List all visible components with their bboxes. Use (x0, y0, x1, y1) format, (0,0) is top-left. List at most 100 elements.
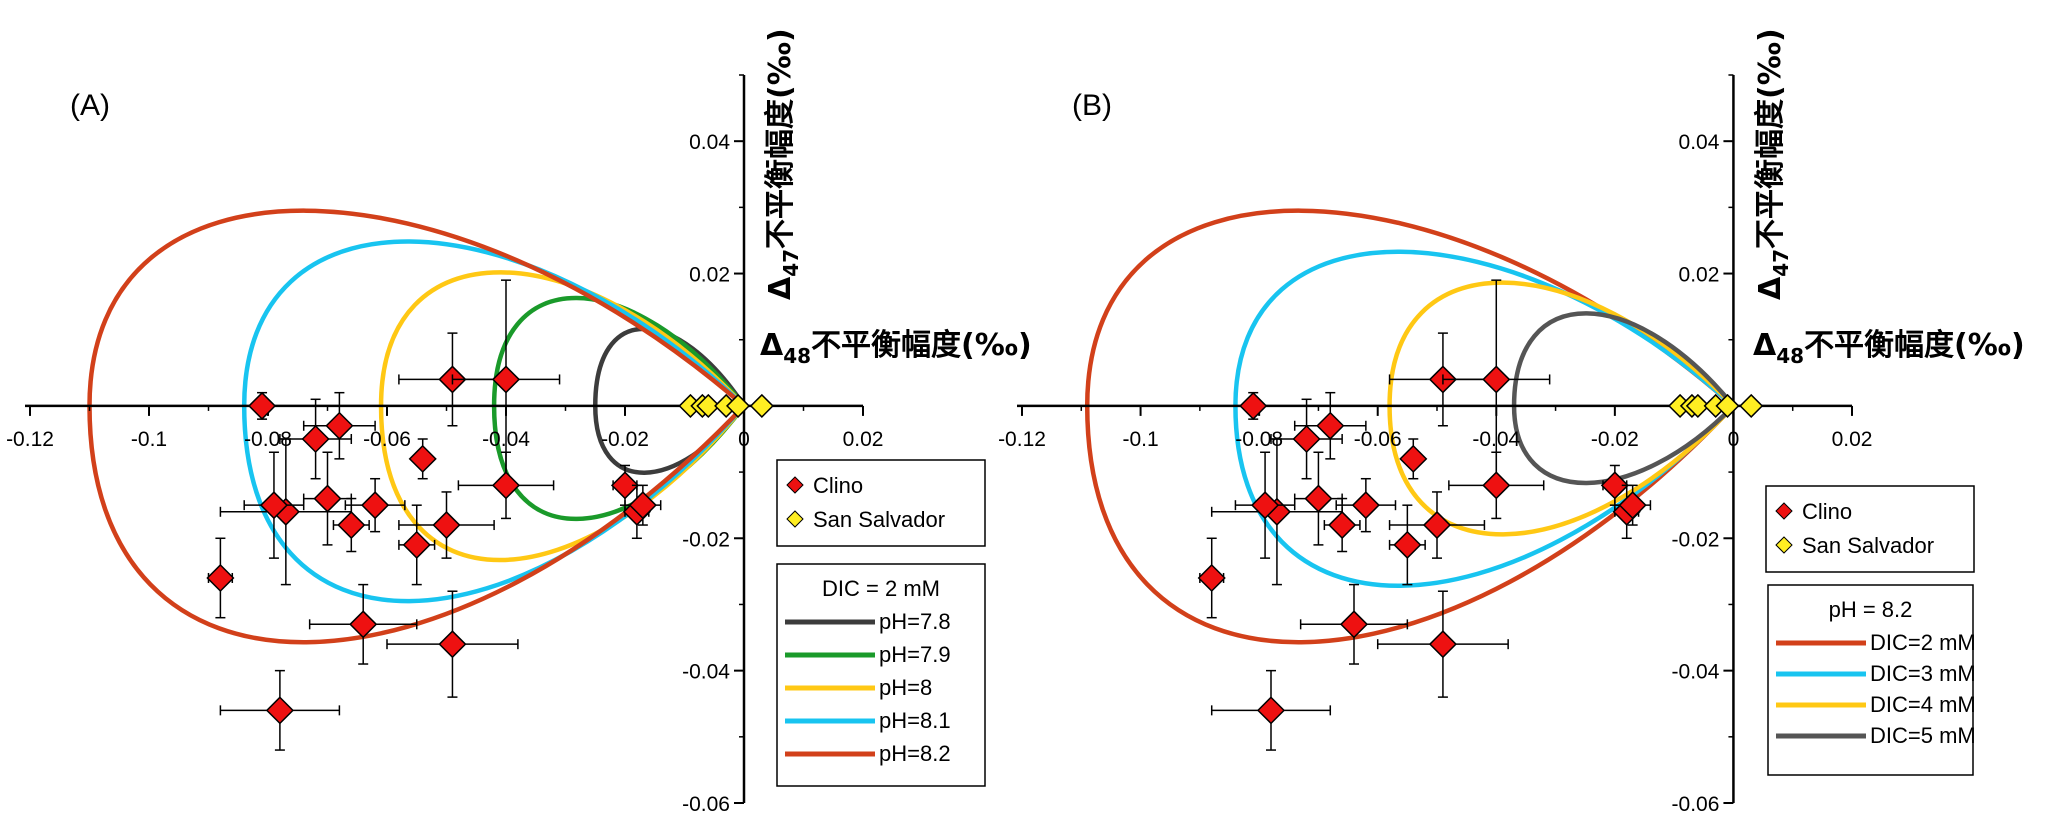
legend-line-label: DIC=5 mM (1870, 723, 1976, 748)
clino-point (438, 630, 467, 659)
x-tick-label: -0.02 (1591, 428, 1639, 451)
y-tick-label: -0.04 (682, 661, 730, 684)
clino-point (628, 491, 657, 520)
clino-point (1256, 696, 1286, 725)
legend-line-label: DIC=2 mM (1870, 630, 1976, 655)
y-tick-label: -0.02 (1672, 528, 1720, 551)
clino-point (349, 610, 378, 639)
clino-point (491, 365, 521, 394)
x-tick-label: -0.1 (131, 428, 167, 451)
y-tick-label: -0.02 (682, 528, 730, 551)
x-tick-label: 0 (1728, 428, 1740, 451)
x-tick-label: -0.06 (363, 428, 411, 451)
y-axis-label: Δ47不平衡幅度(‰) (763, 28, 803, 300)
san-salvador-point (1715, 393, 1740, 418)
san-salvador-point (749, 393, 774, 418)
x-tick-label: 0.02 (1832, 428, 1873, 451)
clino-point (1618, 491, 1647, 520)
clino-point (1482, 471, 1511, 500)
y-tick-label: 0.02 (1679, 264, 1720, 287)
legend-line-label: pH=8 (879, 675, 932, 700)
legend-label: San Salvador (1802, 533, 1934, 558)
line-legend-title: DIC = 2 mM (822, 576, 940, 601)
clino-point (1422, 510, 1452, 540)
y-tick-label: -0.04 (1672, 661, 1720, 684)
clino-point (247, 391, 277, 420)
clino-point (1239, 391, 1268, 420)
clino-point (1482, 365, 1511, 394)
san-salvador-point (725, 393, 751, 418)
legend-line-label: pH=8.1 (879, 708, 951, 733)
panel-label: (A) (70, 89, 110, 122)
x-tick-label: 0.02 (843, 428, 884, 451)
marker-legend-box (1765, 485, 1975, 573)
line-legend-box (776, 563, 986, 787)
x-axis-label: Δ48不平衡幅度(‰) (760, 328, 1032, 368)
chart-panel-b: (B) -0.12 -0.1 -0.08 -0.06 -0.04 -0.02 0 0.02 -0.… (998, 28, 2025, 816)
clino-point (265, 696, 294, 725)
clino-point (337, 510, 366, 540)
san-salvador-point (1739, 393, 1764, 418)
x-tick-label: -0.12 (6, 428, 54, 451)
san-salvador-point (696, 393, 721, 418)
marker-legend-box (776, 459, 986, 547)
legend-line-label: DIC=4 mM (1870, 692, 1976, 717)
curve-dic-3-mm (1233, 249, 1737, 588)
legend-marker-clino (1775, 502, 1793, 520)
clino-point (1251, 491, 1280, 520)
clino-point (325, 411, 354, 440)
clino-point (1339, 610, 1369, 639)
clino-point (361, 491, 390, 520)
x-tick-label: -0.02 (601, 428, 649, 451)
clino-point (1399, 444, 1428, 473)
y-tick-label: -0.06 (682, 793, 730, 816)
x-tick-label: -0.08 (244, 428, 292, 451)
legend-line-label: pH=8.2 (879, 741, 951, 766)
y-tick-label: 0.04 (689, 131, 730, 154)
y-tick-label: 0.04 (1679, 131, 1720, 154)
clino-point (1197, 563, 1226, 593)
clino-point (610, 471, 640, 500)
clino-point (1328, 510, 1357, 540)
legend-marker-san-salvador (786, 510, 804, 528)
legend-marker-clino (786, 476, 804, 494)
x-tick-label: -0.06 (1354, 428, 1402, 451)
y-tick-label: 0.02 (689, 264, 730, 287)
clino-point (206, 563, 235, 593)
clino-point (408, 444, 437, 473)
clino-point (1428, 630, 1457, 659)
x-tick-label: 0 (738, 428, 750, 451)
legend-label: Clino (1802, 499, 1852, 524)
x-tick-label: -0.12 (998, 428, 1046, 451)
legend-line-label: pH=7.8 (879, 609, 951, 634)
clino-point (1292, 424, 1321, 454)
legend-marker-san-salvador (1775, 536, 1793, 554)
clino-point (1393, 530, 1422, 559)
line-legend-title: pH = 8.2 (1829, 597, 1913, 622)
curve-dic-2-mm (1084, 208, 1737, 645)
clino-point (402, 530, 431, 559)
panel-label: (B) (1072, 89, 1112, 122)
clino-point (491, 471, 521, 500)
legend-label: San Salvador (813, 507, 945, 532)
chart-panel-a: (A) -0.12 -0.1 -0.08 -0.06 -0.04 -0.02 0 0.02 -0.… (6, 28, 1032, 816)
clino-point (1351, 491, 1380, 520)
y-axis-label: Δ47不平衡幅度(‰) (1753, 28, 1793, 300)
x-tick-label: -0.1 (1122, 428, 1158, 451)
x-tick-label: -0.08 (1235, 428, 1283, 451)
legend-line-label: pH=7.9 (879, 642, 951, 667)
line-legend-box (1767, 584, 1974, 776)
clino-point (313, 484, 342, 513)
clino-point (301, 424, 330, 454)
clino-point (1316, 411, 1345, 440)
clino-point (432, 510, 461, 540)
san-salvador-point (1685, 393, 1710, 418)
x-axis-label: Δ48不平衡幅度(‰) (1753, 328, 2025, 368)
clino-point (259, 491, 289, 520)
clino-point (1304, 484, 1333, 513)
legend-label: Clino (813, 473, 863, 498)
legend-line-label: DIC=3 mM (1870, 661, 1976, 686)
y-tick-label: -0.06 (1672, 793, 1720, 816)
clino-point (1600, 471, 1629, 500)
